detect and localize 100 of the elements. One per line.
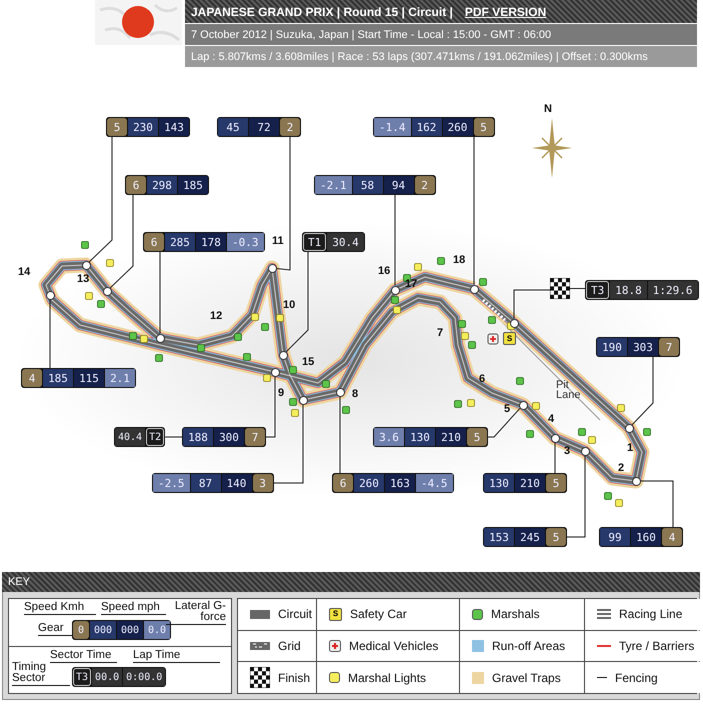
speed-mph-value: 245 [515, 528, 545, 546]
gear-number: 7 [245, 428, 265, 446]
telemetry-callout [483, 473, 567, 493]
time-value: 0:00.0 [123, 668, 166, 686]
speed-mph-value: 163 [385, 474, 415, 492]
turn-number: 2 [618, 463, 624, 473]
leader-line [570, 288, 586, 289]
speed-kmh-value: 58 [352, 176, 382, 194]
gear-number: 5 [546, 528, 566, 546]
telemetry-callout [182, 427, 266, 447]
turn-number: 16 [378, 266, 390, 276]
speed-kmh-value: 45 [218, 118, 248, 136]
speed-mph-value: 160 [631, 528, 661, 546]
checkered-flag-icon [550, 278, 570, 299]
key-label: Lap Time [133, 650, 220, 663]
key-label: Sector Time [50, 650, 118, 663]
telemetry-callout [152, 473, 274, 493]
turn-number: 15 [302, 357, 314, 367]
g-force-value: -0.3 [227, 233, 264, 251]
speed-kmh-value: 87 [190, 474, 220, 492]
g-force-value: 3.6 [374, 428, 404, 446]
g-force-value: -1.4 [374, 118, 410, 136]
speed-mph-value: 210 [436, 428, 466, 446]
turn-number: 1 [627, 443, 634, 453]
compass-north-label: N [544, 104, 552, 114]
gear-number: 6 [144, 233, 164, 251]
speed-kmh-value: 99 [600, 528, 630, 546]
g-force-value: 2.1 [105, 369, 135, 387]
speed-kmh-value: 162 [412, 118, 442, 136]
leader-line [632, 356, 654, 426]
telemetry-callout [585, 280, 698, 300]
telemetry-callout [217, 117, 301, 137]
turn-number: 18 [453, 255, 466, 265]
pit-lane-label: Pit Lane [556, 380, 580, 400]
leader-line [273, 404, 304, 484]
timing-sector-badge: T3 [73, 668, 92, 686]
leader-line [110, 194, 134, 288]
turn-number: 9 [278, 388, 284, 398]
telemetry-callout [373, 427, 488, 447]
section-heading: KEY [8, 576, 30, 588]
telemetry-callout [21, 368, 136, 388]
telemetry-callout [302, 232, 365, 252]
legend-label: Fencing [615, 672, 658, 684]
turn-number: 10 [283, 300, 296, 310]
leader-line [566, 455, 586, 538]
speed-mph-value: 140 [222, 474, 252, 492]
gear-number: 3 [252, 474, 272, 492]
key-label: Lateral G-force [166, 601, 226, 625]
time-value: 1:29.6 [648, 281, 698, 299]
legend-label: Safety Car [350, 608, 407, 620]
time-value: 00.0 [92, 668, 122, 686]
leader-line [266, 376, 276, 438]
telemetry-sample [72, 620, 171, 640]
speed-kmh-value: 000 [90, 621, 116, 639]
speed-mph-value: 94 [384, 176, 414, 194]
g-force-value: -4.5 [416, 474, 452, 492]
key-label: Timing Sector [12, 662, 70, 686]
gear-number: 0 [73, 621, 89, 639]
gear-number: 2 [280, 118, 300, 136]
telemetry-sample [72, 667, 166, 687]
leader-line [488, 408, 520, 438]
speed-kmh-value: 185 [43, 369, 73, 387]
legend-label: Circuit [278, 608, 312, 620]
leader-line [164, 436, 182, 438]
telemetry-callout [596, 337, 680, 357]
telemetry-callout [483, 527, 567, 547]
page-title: JAPANESE GRAND PRIX | Round 15 | Circuit | [191, 4, 453, 18]
telemetry-callout [314, 175, 436, 195]
telemetry-callout [599, 527, 683, 547]
gear-number: 5 [107, 118, 127, 136]
gear-number: 5 [546, 474, 566, 492]
turn-number: 14 [18, 267, 30, 277]
turn-number: 13 [77, 274, 90, 284]
speed-kmh-value: 153 [484, 528, 514, 546]
timing-sector-badge: T2 [146, 428, 164, 446]
turn-number: 7 [437, 328, 444, 338]
speed-kmh-value: 260 [354, 474, 384, 492]
turn-number: 4 [548, 414, 554, 424]
timing-sector-badge: T1 [303, 233, 326, 251]
turn-number: 3 [564, 446, 570, 456]
speed-kmh-value: 230 [128, 118, 158, 136]
gear-number: 4 [662, 528, 682, 546]
lap-info-text: Lap : 5.807kms / 3.608miles | Race : 53 laps (307.471kms / 191.062miles) | Offset : 0.300kms [191, 50, 648, 62]
gear-number: 7 [659, 338, 679, 356]
time-value: 18.8 [610, 281, 647, 299]
legend-label: Finish [278, 672, 310, 684]
leader-line [276, 136, 290, 271]
speed-mph-value: 300 [214, 428, 244, 446]
telemetry-callout [125, 175, 209, 195]
gear-number: 4 [22, 369, 42, 387]
speed-mph-value: 178 [196, 233, 226, 251]
key-label: Speed Kmh [24, 602, 96, 615]
telemetry-callout [143, 232, 264, 252]
leader-line [394, 194, 396, 286]
speed-kmh-value: 190 [597, 338, 627, 356]
speed-mph-value: 303 [628, 338, 658, 356]
key-label: Gear [38, 623, 72, 636]
safety-car-sign: S [329, 608, 342, 621]
g-force-value: -2.1 [315, 176, 352, 194]
speed-kmh-value: 285 [165, 233, 195, 251]
